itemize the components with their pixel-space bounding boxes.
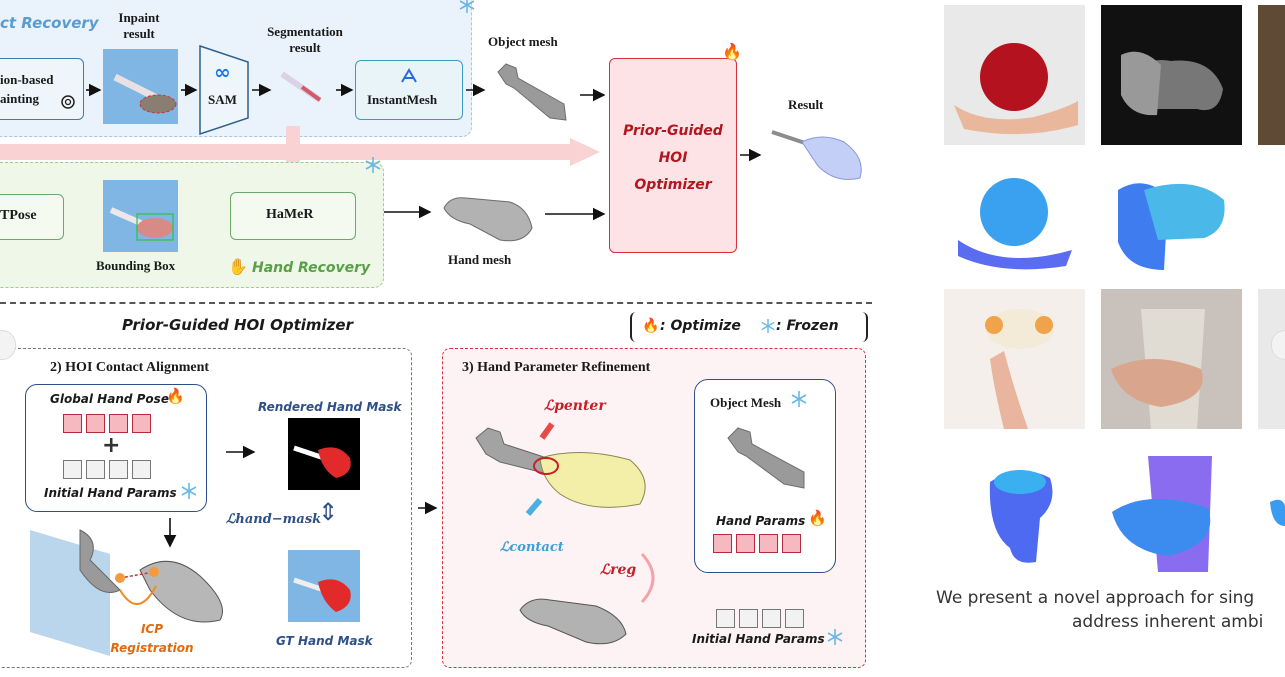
hamer-label: HaMeR	[266, 207, 314, 222]
tpose-label: TPose	[0, 208, 37, 223]
panel2-title: 2) HOI Contact Alignment	[50, 360, 210, 375]
legend-optimize: : Optimize	[660, 318, 741, 334]
icp-registration-image	[30, 529, 223, 656]
panel3-title: 3) Hand Parameter Refinement	[462, 360, 651, 375]
instantmesh-icon	[401, 68, 417, 83]
loss-penter: ℒpenter	[544, 398, 606, 414]
tpose-box	[0, 194, 64, 240]
fire-icon: 🔥	[722, 42, 742, 61]
inpainting-box	[0, 58, 84, 120]
initial-hand-params-label: Initial Hand Params	[44, 486, 177, 500]
reg-arrow	[640, 552, 655, 604]
icp-registration-label: ICP Registration	[110, 622, 194, 655]
sam-label: SAM	[208, 92, 237, 107]
gt-hand-mask-label: GT Hand Mask	[276, 634, 373, 648]
segmentation-result-label: Segmentation result	[267, 24, 343, 55]
gallery-caption-line2: address inherent ambi	[1072, 612, 1264, 632]
plus-icon: +	[102, 433, 121, 458]
segmentation-result-image	[280, 71, 322, 103]
double-arrow: ⇕	[318, 498, 339, 526]
loss-hand-mask: ℒhand−mask	[226, 512, 322, 527]
hand-mesh-label: Hand mesh	[448, 252, 512, 267]
global-pose-cells	[63, 414, 155, 437]
hand-mesh-image	[443, 197, 533, 242]
snowflake-icon	[827, 629, 843, 645]
legend-frozen: : Frozen	[776, 318, 839, 334]
initial-params-cells	[63, 460, 155, 483]
object-mesh-image	[497, 63, 567, 121]
snowflake-icon	[791, 391, 807, 407]
cup-drawing	[1111, 309, 1205, 429]
inpaint-hammer-drawing	[113, 73, 177, 114]
inpaint-result-label: Inpaint result	[118, 10, 160, 41]
controller-drawing	[1121, 51, 1223, 116]
loss-reg: ℒreg	[600, 562, 637, 578]
hand-params-cells	[713, 534, 805, 557]
gt-mask-drawing	[293, 577, 351, 612]
snowflake-icon	[365, 157, 381, 173]
gallery-partial-mesh	[1270, 499, 1285, 526]
global-hand-pose-label: Global Hand Pose	[50, 392, 169, 406]
optimizer-label: Prior-Guided HOI Optimizer	[623, 123, 723, 193]
hand-recovery-label: Hand Recovery	[252, 260, 371, 276]
hamer-box	[230, 192, 356, 240]
bounding-box-drawing	[109, 207, 174, 241]
fire-icon: 🔥	[808, 509, 827, 527]
rendered-hand-mask-label: Rendered Hand Mask	[258, 400, 402, 414]
apple-drawing	[954, 43, 1078, 135]
gallery-caption-line1: We present a novel approach for sing	[936, 588, 1255, 608]
result-label: Result	[788, 97, 824, 112]
gallery-cup-mesh	[1112, 456, 1212, 572]
snowflake-icon	[761, 318, 775, 334]
instantmesh-label: InstantMesh	[367, 92, 438, 107]
hoi-contact-alignment-panel	[0, 348, 412, 668]
sam-block	[199, 44, 249, 136]
gallery-cake-mesh	[989, 470, 1053, 563]
refinement-hand-object-image	[475, 422, 646, 516]
object-mesh-panel-image	[727, 427, 805, 489]
top-arrows	[0, 83, 762, 221]
rendered-mask-drawing	[293, 445, 351, 478]
snowflake-icon	[459, 0, 475, 13]
legend	[630, 312, 868, 342]
hand-params-label: Hand Params	[716, 514, 806, 528]
gallery-partial-photo-1	[1258, 5, 1285, 145]
loss-contact: ℒcontact	[500, 540, 564, 555]
hand-pose-box	[25, 384, 207, 512]
refined-hand-mesh-image	[519, 598, 627, 645]
gallery-controller-mesh	[1118, 183, 1225, 270]
snowflake-icon	[181, 483, 197, 499]
prior-guided-optimizer-box	[609, 58, 737, 253]
fire-icon: 🔥	[166, 387, 185, 405]
bounding-box-label: Bounding Box	[96, 258, 176, 273]
initial-hand-params-label-2: Initial Hand Params	[692, 632, 825, 646]
meta-icon: ∞	[214, 60, 231, 84]
object-recovery-label: ct Recovery	[0, 14, 99, 32]
optimizer-section-title: Prior-Guided HOI Optimizer	[122, 316, 353, 334]
hand-wave-icon: ✋	[228, 257, 248, 276]
inpainting-label: ion-based ainting	[0, 72, 54, 106]
initial-params-cells-2	[716, 609, 808, 632]
object-mesh-label: Object mesh	[488, 34, 558, 49]
object-mesh-box-label: Object Mesh	[710, 395, 782, 410]
cake-drawing	[985, 309, 1054, 429]
fire-icon: 🔥	[642, 318, 660, 334]
result-image	[771, 130, 862, 180]
section-divider	[0, 302, 872, 304]
openai-icon	[61, 95, 75, 109]
gallery-apple-mesh	[958, 178, 1072, 270]
